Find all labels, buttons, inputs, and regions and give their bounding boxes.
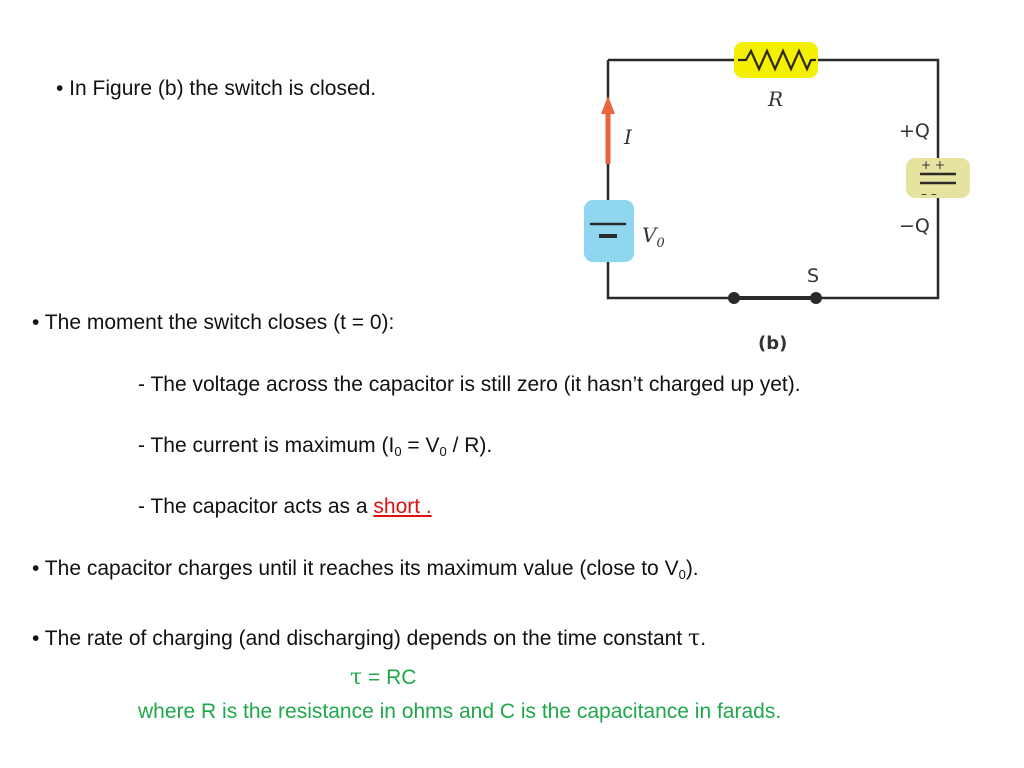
bullet-rate-of-charging: • The rate of charging (and discharging)… xyxy=(32,626,706,652)
bullet-capacitor-charges: • The capacitor charges until it reaches… xyxy=(32,556,699,582)
bullet-charges-text: • The capacitor charges until it reaches… xyxy=(32,557,679,580)
switch xyxy=(728,292,822,304)
bullet-rate-period: . xyxy=(700,627,707,650)
formula-rest: = RC xyxy=(362,666,417,689)
bullet-rate-text: • The rate of charging (and discharging)… xyxy=(32,627,689,650)
resistor xyxy=(734,42,818,78)
bullet-switch-closed: • In Figure (b) the switch is closed. xyxy=(56,76,376,102)
sub-current-text-c: / R). xyxy=(446,434,493,457)
capacitor: + + – – xyxy=(906,158,970,201)
sub-current-maximum: - The current is maximum (I0 = V0 / R). xyxy=(138,433,492,459)
svg-text:– –: – – xyxy=(921,187,937,201)
minus-q-label: −Q xyxy=(899,215,930,237)
battery-label: V0 xyxy=(642,223,665,251)
plus-q-label: +Q xyxy=(899,120,930,142)
switch-label: S xyxy=(807,265,819,287)
sub-short-text: - The capacitor acts as a xyxy=(138,495,374,518)
tau-symbol: τ xyxy=(688,626,701,651)
subscript-v0-max: 0 xyxy=(678,567,686,582)
battery xyxy=(584,200,634,262)
sub-voltage-zero: - The voltage across the capacitor is st… xyxy=(138,372,801,398)
formula-explanation: where R is the resistance in ohms and C … xyxy=(138,699,781,725)
subscript-i0: 0 xyxy=(394,444,402,459)
current-arrow-icon xyxy=(601,96,615,164)
short-link[interactable]: short . xyxy=(373,495,432,518)
bullet-switch-closed-text: • In Figure (b) the switch is closed. xyxy=(56,77,377,100)
time-constant-formula: τ = RC xyxy=(350,665,416,691)
subscript-v0: 0 xyxy=(439,444,447,459)
current-label: I xyxy=(623,125,633,149)
formula-tau: τ xyxy=(350,665,363,690)
sub-capacitor-short: - The capacitor acts as a short . xyxy=(138,494,432,520)
resistor-label: R xyxy=(767,87,783,111)
sub-current-text-b: = V xyxy=(401,434,440,457)
sub-current-text-a: - The current is maximum (I xyxy=(138,434,395,457)
bullet-charges-close: ). xyxy=(685,557,699,580)
bullet-moment-switch-closes: • The moment the switch closes (t = 0): xyxy=(32,310,394,336)
formula-explanation-text: where R is the resistance in ohms and C … xyxy=(138,700,782,723)
circuit-diagram: R I V0 + + – – +Q −Q S (b) xyxy=(584,42,970,354)
figure-caption: (b) xyxy=(758,333,787,354)
sub-voltage-zero-text: - The voltage across the capacitor is st… xyxy=(138,373,801,396)
bullet-moment-text: • The moment the switch closes (t = 0): xyxy=(32,311,395,334)
svg-text:+ +: + + xyxy=(921,158,945,172)
